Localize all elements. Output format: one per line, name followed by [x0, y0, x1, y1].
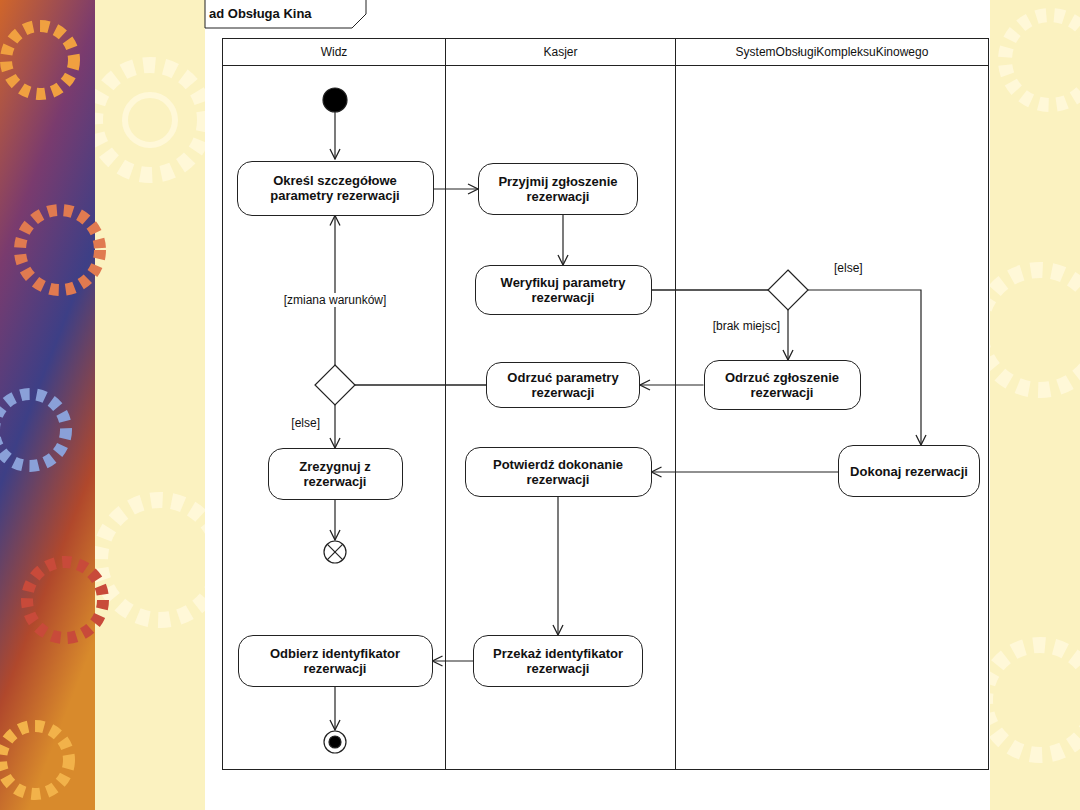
- decorative-strip: [0, 0, 95, 810]
- guard-condition: [else]: [832, 261, 865, 275]
- swimlane: SystemObsługiKompleksuKinowegoOdrzuć zgł…: [675, 38, 989, 770]
- final-flow: [334, 687, 335, 730]
- guard-condition: [else]: [289, 416, 322, 430]
- control-flow: [434, 188, 479, 189]
- action-box: Zrezygnuj z rezerwacji: [268, 448, 403, 500]
- swimlane: KasjerPrzyjmij zgłoszenie rezerwacjiWery…: [445, 38, 675, 770]
- lane-header: Widz: [223, 39, 445, 66]
- frame-title: ad Obsługa Kina: [209, 6, 312, 21]
- guard-condition: [brak miejsc]: [711, 319, 782, 333]
- action-name: Potwierdź dokonanie rezerwacji: [476, 457, 641, 487]
- action-name: Określ szczegółowe parametry rezerwacji: [248, 173, 423, 203]
- action-name: Dokonaj rezerwacji: [850, 464, 968, 479]
- decision-diamond: [315, 365, 355, 405]
- action-name: Odrzuć parametry rezerwacji: [497, 370, 629, 400]
- action-box: Odbierz identyfikator rezerwacji: [238, 635, 433, 687]
- strip-gears: [0, 26, 103, 794]
- decision-diamond: [768, 270, 808, 310]
- control-flow: [433, 660, 474, 661]
- lane-header: Kasjer: [446, 39, 675, 66]
- initial-node: [323, 88, 347, 112]
- control-flow: [562, 215, 563, 265]
- activity-final-node: [324, 731, 346, 753]
- swimlane: WidzOkreśl szczegółowe parametry rezerwa…: [222, 38, 445, 770]
- action-box: Określ szczegółowe parametry rezerwacji: [237, 161, 434, 216]
- lane-header: SystemObsługiKompleksuKinowego: [676, 39, 988, 66]
- final-flow: [334, 500, 335, 540]
- action-box: Weryfikuj parametry rezerwacji: [475, 265, 652, 315]
- action-name: Zrezygnuj z rezerwacji: [279, 459, 392, 489]
- control-flow: [557, 497, 558, 635]
- action-name: Przyjmij zgłoszenie rezerwacji: [489, 174, 627, 204]
- action-name: Przekaż identyfikator rezerwacji: [484, 646, 632, 676]
- lane-name: Widz: [321, 45, 348, 59]
- action-name: Weryfikuj parametry rezerwacji: [486, 275, 641, 305]
- action-box: Potwierdź dokonanie rezerwacji: [465, 447, 652, 497]
- lane-name: SystemObsługiKompleksuKinowego: [736, 45, 929, 59]
- initial-flow: [334, 112, 335, 159]
- action-box: Dokonaj rezerwacji: [838, 445, 980, 497]
- action-name: Odrzuć zgłoszenie rezerwacji: [715, 370, 850, 400]
- control-flow: [335, 385, 486, 448]
- action-box: Odrzuć parametry rezerwacji: [486, 362, 640, 408]
- lane-name: Kasjer: [543, 45, 577, 59]
- guard-condition: [zmiana warunków]: [282, 293, 389, 307]
- control-flow: [652, 471, 839, 472]
- diagram-sheet: [205, 0, 990, 810]
- action-box: Przyjmij zgłoszenie rezerwacji: [478, 163, 638, 215]
- control-flow: [652, 290, 789, 360]
- flow-final-node: [324, 541, 346, 563]
- action-box: Przekaż identyfikator rezerwacji: [473, 635, 643, 687]
- action-box: Odrzuć zgłoszenie rezerwacji: [704, 360, 861, 410]
- action-name: Odbierz identyfikator rezerwacji: [249, 646, 422, 676]
- frame-tab: [205, 0, 366, 28]
- control-flow: [652, 290, 922, 445]
- control-flow: [640, 384, 704, 385]
